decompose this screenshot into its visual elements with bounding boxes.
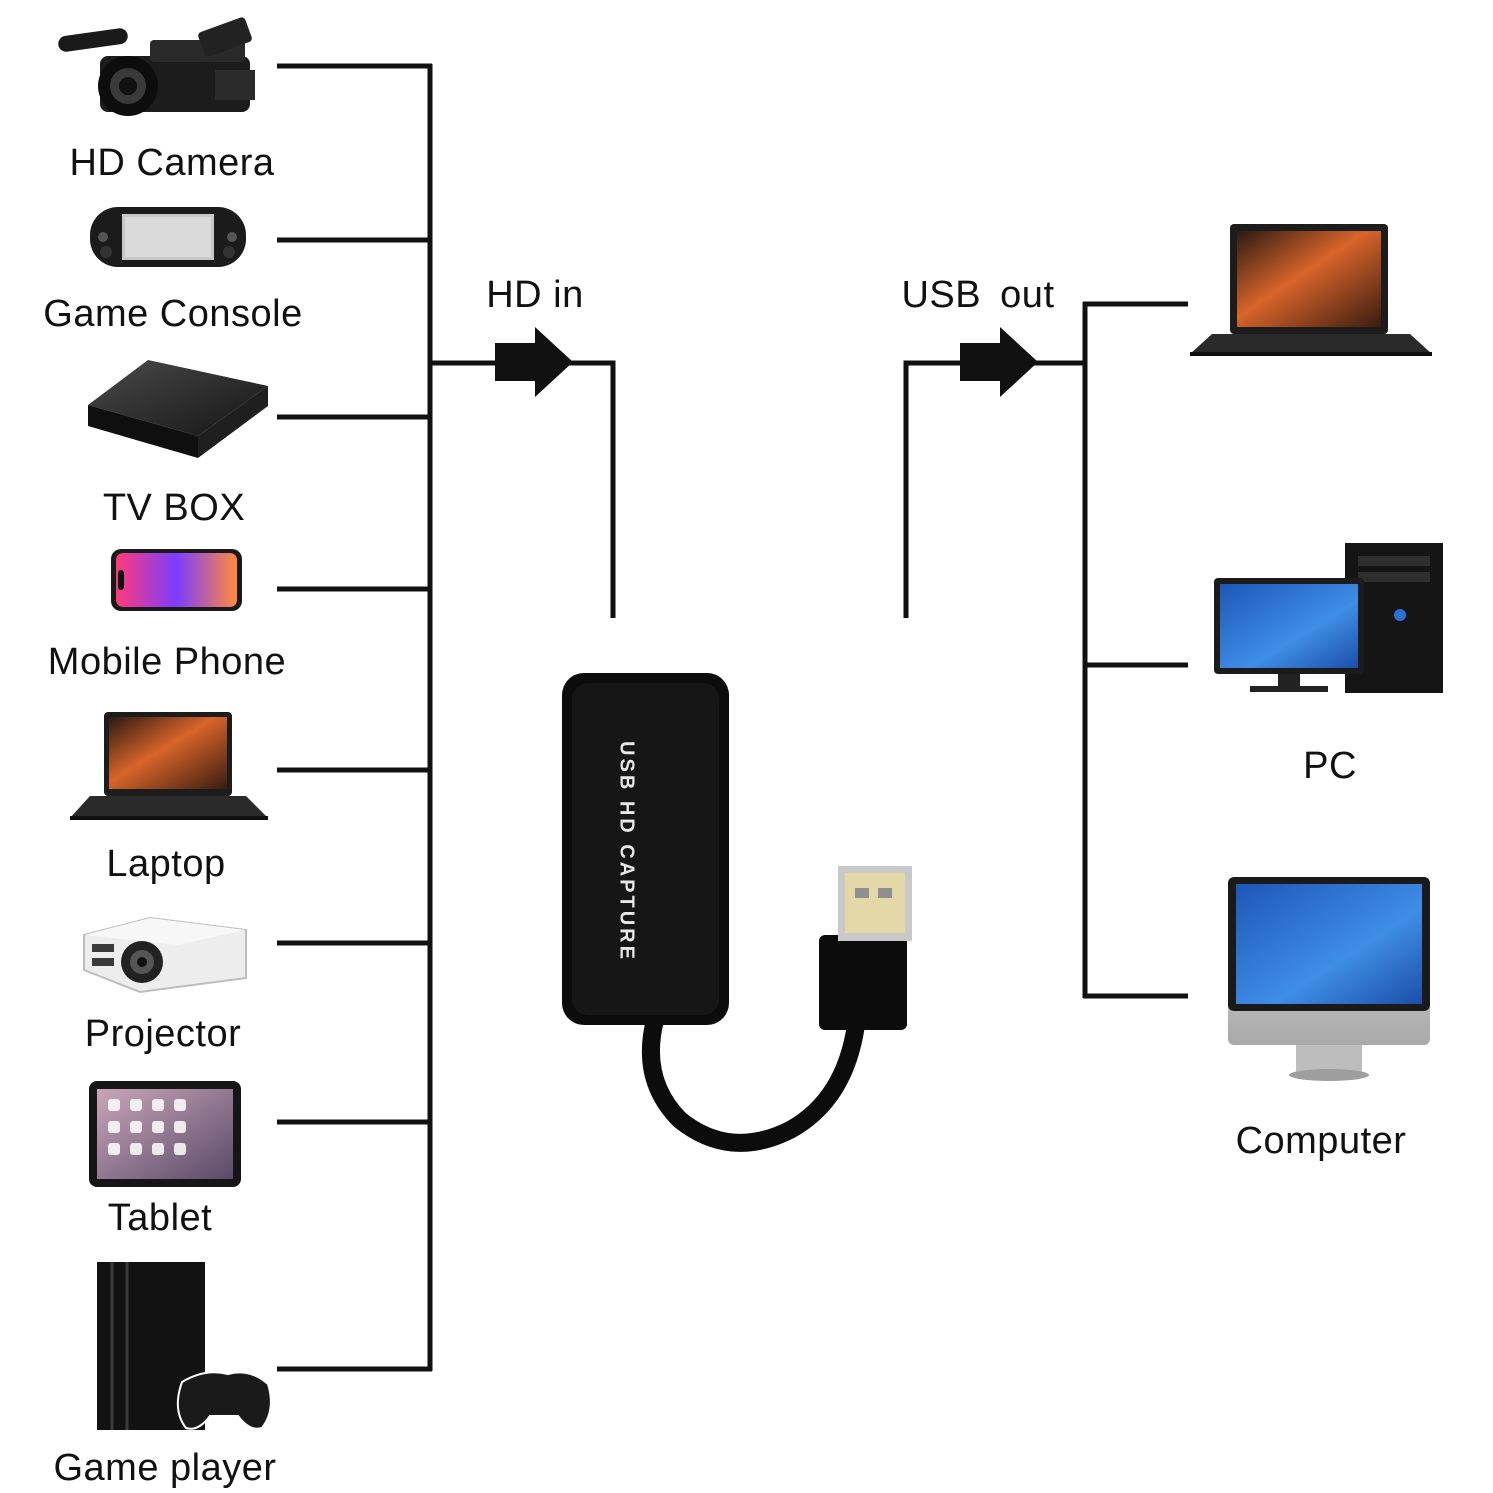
game-player-icon [97,1262,272,1430]
label-hd-in: HD in [486,274,584,316]
output-laptop-icon [1190,224,1432,356]
input-bus-lines [277,63,616,1372]
hd-in-arrow-icon [495,327,573,397]
laptop-icon [70,712,268,820]
label-tablet: Tablet [107,1197,213,1239]
label-projector: Projector [84,1013,242,1055]
label-usb-out: USB out [901,274,1055,316]
smartphone-icon [111,549,242,611]
projector-icon [83,916,247,994]
all-in-one-computer-icon [1228,877,1430,1081]
label-game-player: Game player [53,1447,277,1489]
camcorder-icon [58,17,255,116]
usb-capture-card-icon [562,673,912,1152]
label-game-console: Game Console [43,293,303,335]
label-laptop: Laptop [106,843,226,885]
label-output-computer: Computer [1235,1120,1407,1162]
tablet-icon [89,1081,241,1187]
usb-out-arrow-icon [960,327,1038,397]
hd-in-trunk [430,360,616,618]
output-bus-lines [903,301,1188,999]
device-printed-label: USB HD CAPTURE [615,741,638,962]
label-output-pc: PC [1303,745,1357,787]
label-tv-box: TV BOX [102,487,246,529]
tv-box-icon [88,360,268,458]
handheld-console-icon [90,207,246,267]
label-hd-camera: HD Camera [69,142,275,184]
desktop-tower-icon [1214,543,1443,693]
label-mobile-phone: Mobile Phone [47,641,287,683]
